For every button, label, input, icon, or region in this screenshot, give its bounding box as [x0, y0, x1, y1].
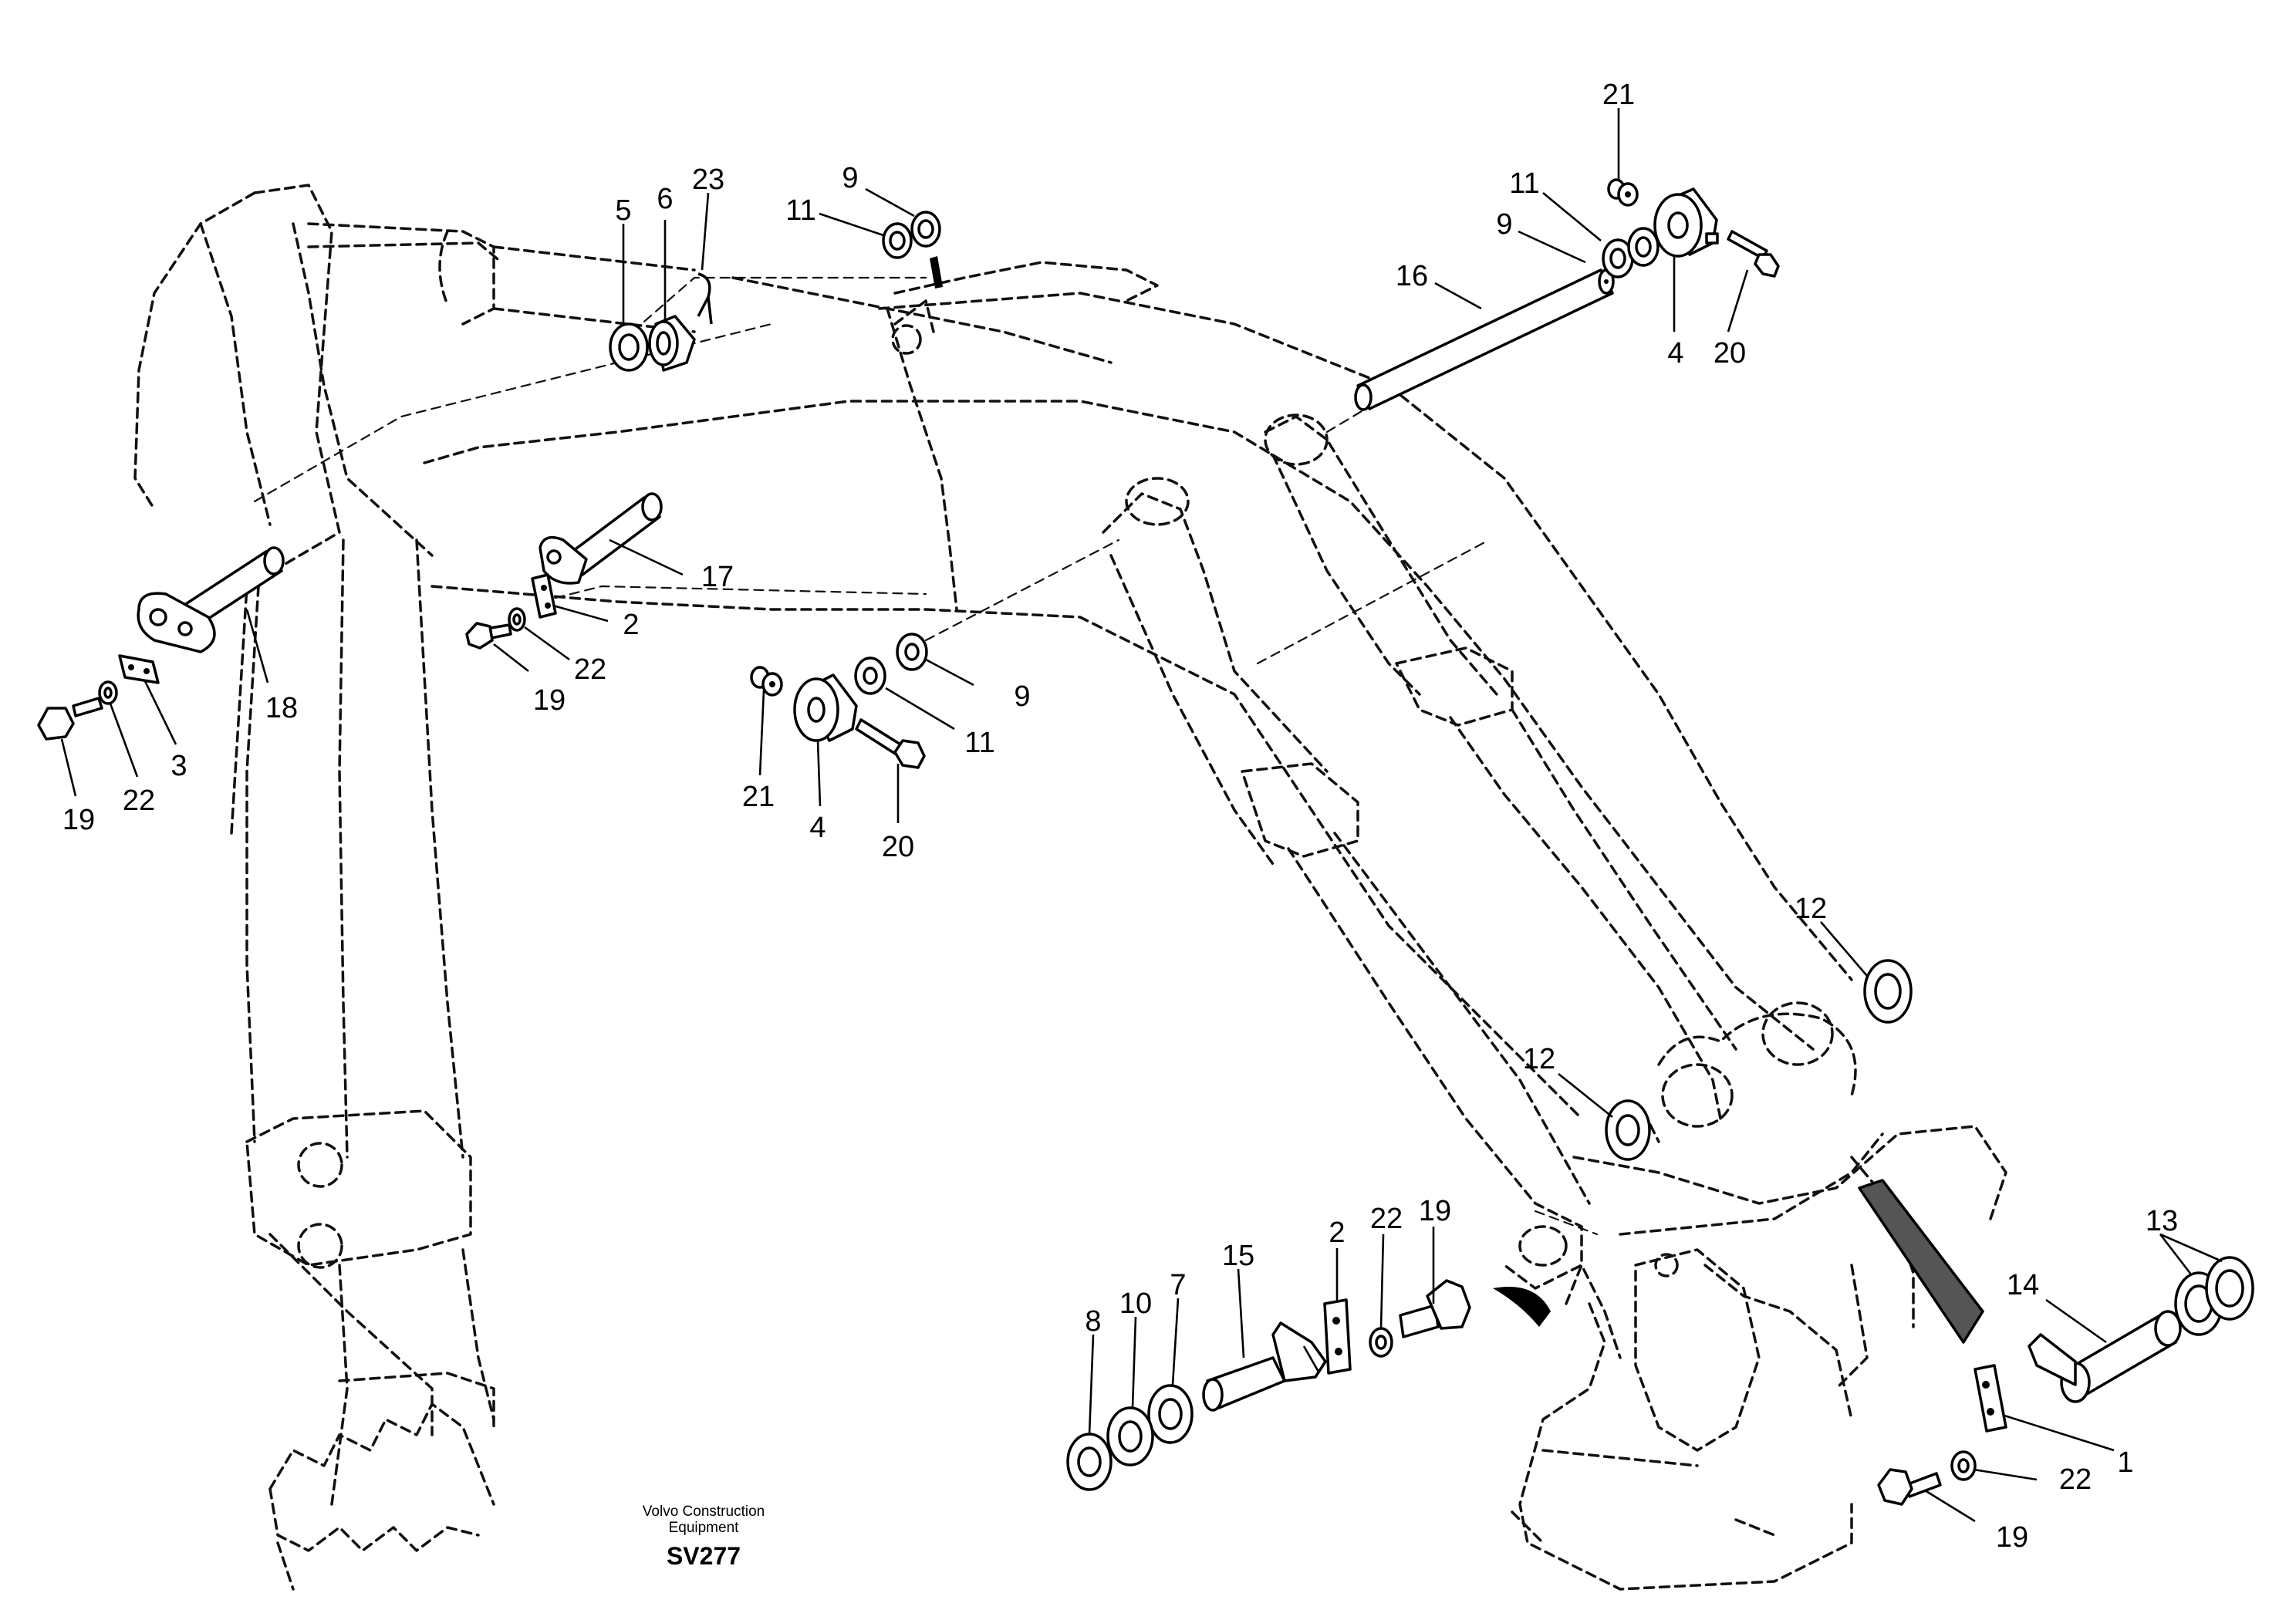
callout-19: 19 — [62, 804, 95, 836]
black-wedge-center — [1493, 1287, 1551, 1327]
callout-7: 7 — [1170, 1269, 1186, 1301]
callout-9: 9 — [1014, 680, 1030, 713]
part-5-bushing — [609, 322, 649, 372]
part-6-sleeve — [648, 315, 696, 372]
part-11-9-washers-right — [1602, 227, 1660, 278]
part-20-bolt-top — [1727, 230, 1780, 278]
callout-22: 22 — [123, 785, 155, 817]
part-20-bolt-mid — [855, 718, 926, 769]
callout-23: 23 — [692, 164, 724, 196]
part-22-washer-lower-center — [1369, 1327, 1393, 1358]
part-19-bolt-lower-right — [1877, 1468, 1942, 1506]
drawing-code: SV277 — [667, 1542, 741, 1570]
part-22-washer-upper — [508, 607, 526, 632]
callout-12: 12 — [1795, 893, 1827, 925]
part-21-nut-mid — [750, 666, 783, 697]
callout-22: 22 — [2059, 1463, 2092, 1496]
callout-15: 15 — [1222, 1240, 1254, 1272]
part-2-plate-lower — [1323, 1298, 1352, 1375]
part-22-washer-left — [98, 680, 118, 705]
callout-19: 19 — [533, 684, 566, 717]
leader-lines — [60, 108, 2223, 1523]
part-8-washer — [1066, 1433, 1113, 1491]
part-16-long-pin — [1354, 268, 1615, 411]
part-12-washer-lower — [1605, 1099, 1651, 1161]
callout-9: 9 — [842, 162, 858, 194]
callout-5: 5 — [615, 194, 631, 227]
callout-9: 9 — [1496, 208, 1512, 241]
part-4-collar-top — [1653, 187, 1719, 258]
callout-8: 8 — [1085, 1305, 1101, 1338]
credit-line-1: Volvo Construction — [643, 1504, 765, 1520]
grease-marker-top — [930, 256, 943, 289]
callout-19: 19 — [1996, 1521, 2028, 1554]
phantom-outline-boom-assembly — [133, 184, 2007, 1591]
part-3-plate — [118, 654, 160, 684]
callout-18: 18 — [265, 692, 298, 724]
part-14-pin-with-tab — [2028, 1310, 2182, 1403]
part-12-washer-upper — [1863, 959, 1913, 1024]
part-23-lock-pin — [697, 272, 713, 325]
part-19-bolt-left — [37, 697, 103, 741]
part-19-bolt-lower-center — [1399, 1279, 1471, 1338]
callout-11: 11 — [785, 194, 815, 227]
callout-1: 1 — [2117, 1446, 2133, 1479]
callout-22: 22 — [574, 653, 606, 686]
credit-line-2: Equipment — [669, 1520, 740, 1536]
part-22-washer-lower-right — [1950, 1450, 1977, 1481]
callout-4: 4 — [809, 812, 826, 844]
part-7-washer — [1147, 1384, 1194, 1444]
callout-21: 21 — [742, 781, 775, 813]
callout-22: 22 — [1370, 1203, 1403, 1235]
callout-11: 11 — [964, 727, 994, 759]
part-21-nut-top — [1607, 178, 1639, 207]
part-1-plate — [1974, 1364, 2007, 1433]
part-4-collar-mid — [793, 673, 858, 742]
callout-11: 11 — [1509, 167, 1539, 200]
part-13-washers — [2174, 1256, 2254, 1336]
part-2-plate-upper — [531, 573, 557, 619]
callout-2: 2 — [1329, 1217, 1345, 1249]
callout-10: 10 — [1119, 1288, 1152, 1320]
callout-19: 19 — [1419, 1195, 1451, 1227]
part-10-washer — [1106, 1406, 1154, 1466]
callout-13: 13 — [2146, 1205, 2178, 1237]
callout-labels: 5 6 23 9 11 21 11 9 16 4 20 17 2 22 19 1… — [62, 79, 2178, 1554]
part-15-pin-with-tab — [1202, 1321, 1327, 1412]
callout-16: 16 — [1396, 260, 1428, 292]
part-17-pin-with-plate — [539, 492, 663, 585]
callout-14: 14 — [2007, 1269, 2039, 1301]
part-9-11-washers-mid — [854, 633, 928, 695]
callout-3: 3 — [171, 750, 187, 782]
callout-21: 21 — [1602, 79, 1635, 111]
callout-12: 12 — [1523, 1043, 1555, 1075]
callout-6: 6 — [657, 183, 673, 215]
callout-20: 20 — [882, 831, 914, 863]
callout-2: 2 — [623, 609, 639, 641]
callout-20: 20 — [1714, 337, 1746, 370]
callout-17: 17 — [701, 561, 734, 593]
part-18-pin-with-plate — [137, 546, 285, 653]
callout-4: 4 — [1667, 337, 1683, 370]
part-9-11-washers-top — [882, 211, 941, 259]
drawing-credit: Volvo Construction Equipment SV277 — [643, 1504, 765, 1570]
centerlines — [253, 276, 1599, 1236]
hatched-wedge-right — [1858, 1179, 1984, 1344]
part-19-bolt-upper — [465, 622, 512, 650]
